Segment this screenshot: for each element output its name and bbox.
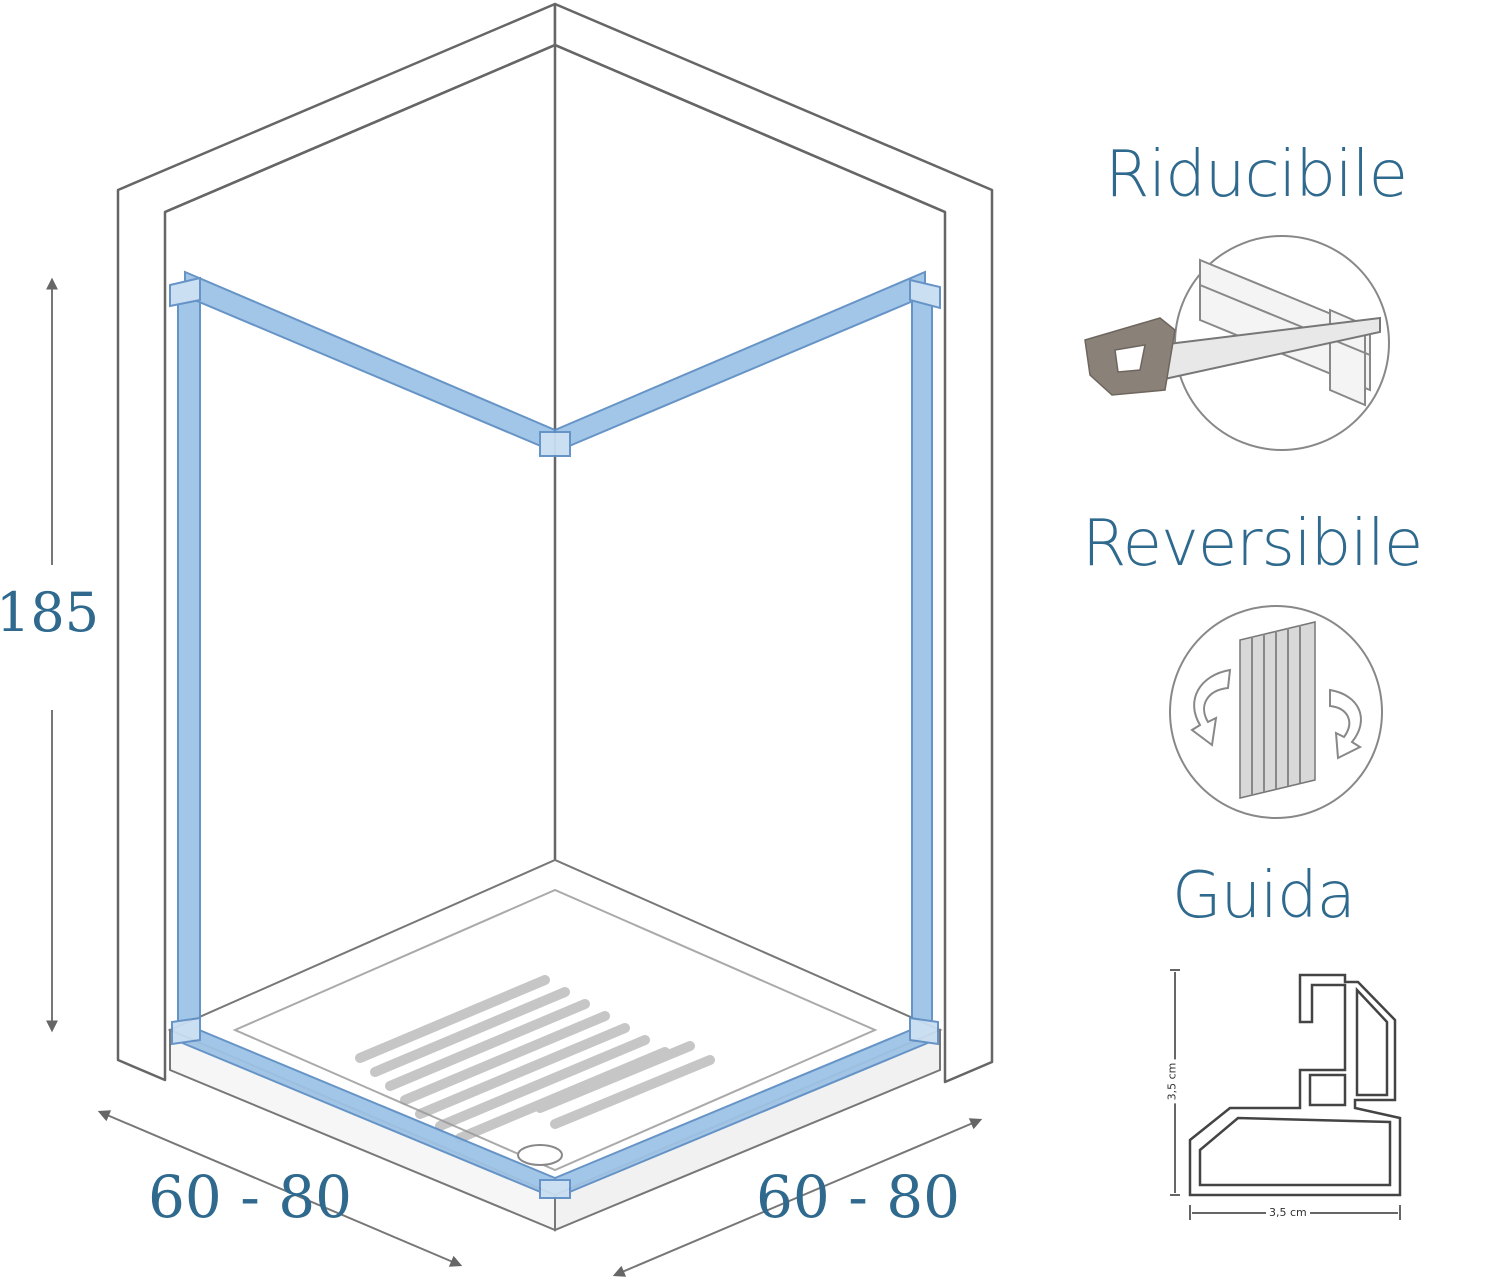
rotate-right-icon — [1329, 688, 1363, 760]
saw-cutting-icon — [1084, 235, 1390, 451]
reversible-door-icon — [1169, 605, 1383, 819]
width-right-arrow — [612, 1118, 983, 1277]
guide-profile-drawing — [1188, 973, 1402, 1197]
width-right-dimension-label: 60 - 80 — [756, 1163, 961, 1231]
profile-height-label: 3,5 cm — [1165, 1059, 1178, 1104]
saw-handle-icon — [1084, 317, 1176, 396]
dimension-arrows — [46, 277, 983, 1277]
width-left-arrow — [97, 1110, 463, 1267]
riducibile-title: Riducibile — [1105, 138, 1408, 212]
guida-title: Guida — [1172, 859, 1356, 933]
rotate-left-icon — [1190, 668, 1232, 747]
profile-width-label: 3,5 cm — [1266, 1207, 1310, 1218]
width-left-dimension-label: 60 - 80 — [148, 1163, 353, 1231]
reversibile-title: Reversibile — [1082, 507, 1423, 581]
room-walls — [116, 2, 994, 1084]
tray-grooves — [355, 975, 715, 1143]
height-dimension-label: 185 — [0, 581, 100, 644]
